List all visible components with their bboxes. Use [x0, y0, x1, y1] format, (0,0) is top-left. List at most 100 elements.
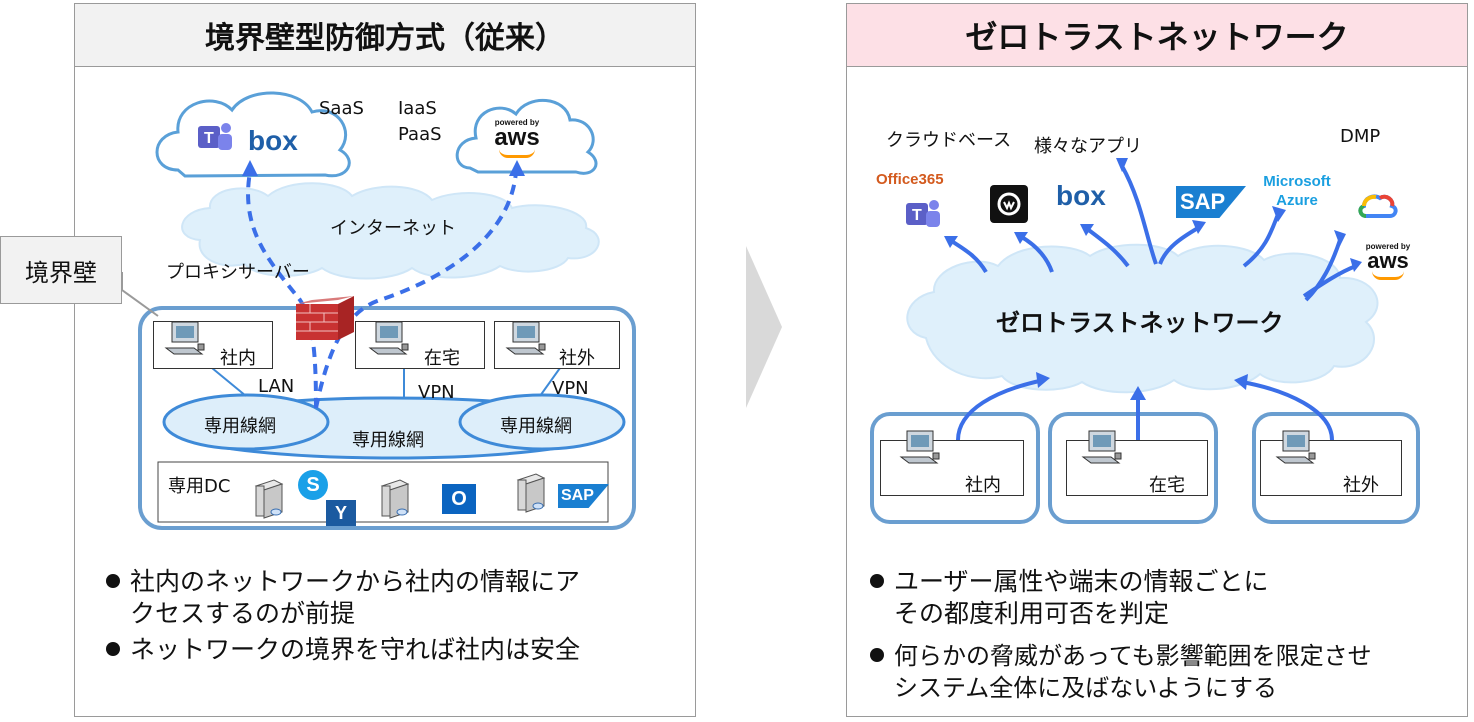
right-bullet-1-line-1: ユーザー属性や端末の情報ごとに [870, 566, 1269, 598]
aws-text-right: aws [1367, 248, 1409, 273]
teams-icon: T [906, 200, 940, 227]
azure-logo: Microsoft Azure [1248, 172, 1346, 210]
outlook-icon: O [442, 484, 476, 514]
pc-icon [1275, 430, 1316, 464]
pc-icon [899, 430, 940, 464]
leased-line-network-right [458, 393, 626, 451]
azure-line-2: Azure [1276, 192, 1318, 209]
various-apps-label: 様々なアプリ [1034, 136, 1142, 157]
client-label: 社外 [1343, 475, 1379, 496]
client-box-outside-right: 社外 [1260, 430, 1402, 496]
bullet-dot [106, 642, 120, 656]
net-left-label: 専用線網 [204, 416, 276, 437]
teams-icon: T [198, 123, 232, 150]
aws-powered-by-left: powered by [494, 118, 540, 127]
left-panel-title: 境界壁型防御方式（従来） [75, 4, 695, 67]
right-bullet-2-line-1: 何らかの脅威があっても影響範囲を限定させ [870, 640, 1372, 672]
bullet-dot [870, 574, 884, 588]
client-arrowheads [1036, 372, 1248, 400]
left-bullet-1-line-1: 社内のネットワークから社内の情報にア [106, 566, 580, 598]
svg-text:T: T [912, 207, 922, 224]
iaas-label: IaaS [398, 98, 437, 119]
left-bullet-2: ネットワークの境界を守れば社内は安全 [106, 634, 580, 666]
client-label: 社外 [559, 348, 595, 369]
zero-trust-network-label: ゼロトラストネットワーク [996, 309, 1284, 337]
cloud-base-label: クラウドベース [886, 130, 1012, 151]
svg-text:T: T [204, 130, 214, 147]
firewall-icon [296, 296, 354, 340]
right-bullet-1: ユーザー属性や端末の情報ごとに その都度利用可否を判定 [870, 566, 1269, 630]
left-bullet-1-line-2: クセスするのが前提 [130, 599, 356, 628]
boundary-label: 境界壁 [0, 236, 122, 304]
chevron-right-icon [746, 246, 782, 408]
bullet-dot [106, 574, 120, 588]
bullet-text: 何らかの脅威があっても影響範囲を限定させ [894, 642, 1372, 670]
office365-label: Office365 [876, 171, 944, 188]
right-panel-title: ゼロトラストネットワーク [847, 4, 1467, 67]
bullet-text: ユーザー属性や端末の情報ごとに [894, 567, 1269, 596]
client-label: 在宅 [424, 348, 460, 369]
box-logo-left: box [248, 125, 298, 156]
net-center-label: 専用線網 [352, 430, 424, 451]
pc-icon [1081, 430, 1122, 464]
pc-icon [368, 321, 409, 355]
client-label: 社内 [965, 475, 1001, 496]
client-label: 社内 [220, 348, 256, 369]
boundary-pointer [121, 272, 159, 317]
workplace-glyph [997, 192, 1021, 216]
client-box-office-left: 社内 [153, 321, 273, 369]
left-bullet-1: 社内のネットワークから社内の情報にア クセスするのが前提 [106, 566, 580, 630]
workplace-icon [990, 185, 1028, 223]
skype-icon: S [298, 470, 328, 500]
teams-logo: T [196, 120, 234, 154]
proxy-server-label: プロキシサーバー [166, 262, 310, 283]
client-arrows [956, 378, 1334, 441]
client-label: 在宅 [1149, 475, 1185, 496]
aws-smile-left [499, 149, 535, 158]
internet-cloud [181, 182, 600, 280]
net-right-label: 専用線網 [500, 416, 572, 437]
left-bullet-2-line-1: ネットワークの境界を守れば社内は安全 [106, 634, 580, 666]
bullet-text: 社内のネットワークから社内の情報にア [130, 567, 581, 596]
server-icon [516, 473, 546, 513]
client-box-office-right: 社内 [880, 430, 1024, 496]
aws-text-left: aws [494, 124, 540, 151]
bullet-dot [870, 648, 884, 662]
dmp-label: DMP [1340, 126, 1381, 147]
right-bullet-2-line-2: システム全体に及ばないようにする [894, 674, 1278, 702]
dashed-arrowhead-right [509, 160, 525, 176]
server-icon [254, 479, 284, 519]
saas-label: SaaS [319, 98, 364, 119]
saas-cloud [155, 91, 351, 178]
zero-trust-cloud [906, 243, 1379, 394]
pc-icon [505, 321, 546, 355]
aws-powered-by-right: powered by [1365, 242, 1411, 251]
client-box-outside-left: 社外 [494, 321, 620, 369]
dashed-arrowhead-left [242, 160, 258, 176]
internet-label: インターネット [330, 218, 456, 239]
dashed-routes [246, 171, 518, 409]
left-diagram [121, 91, 636, 530]
aws-smile-right [1372, 271, 1404, 280]
app-arrows [948, 165, 1357, 302]
right-bullet-2: 何らかの脅威があっても影響範囲を限定させ システム全体に及ばないようにする [870, 640, 1372, 704]
boundary-label-text: 境界壁 [25, 258, 97, 287]
teams-logo-right: T [904, 197, 942, 231]
server-icon [380, 479, 410, 519]
vpn-label-1: VPN [418, 382, 455, 403]
azure-line-1: Microsoft [1263, 173, 1331, 190]
right-bullet-1-line-2: その都度利用可否を判定 [894, 599, 1170, 628]
vpn-label-2: VPN [552, 378, 589, 399]
dc-label: 専用DC [168, 476, 231, 497]
network-links [211, 367, 561, 398]
bullet-text: ネットワークの境界を守れば社内は安全 [130, 635, 581, 664]
aws-logo-right: powered by aws [1358, 242, 1418, 280]
pc-icon [164, 321, 205, 355]
client-box-home-left: 在宅 [355, 321, 485, 369]
app-arrowheads [944, 158, 1362, 272]
google-cloud-icon [1358, 194, 1398, 218]
yammer-icon: Y [326, 500, 356, 526]
paas-label: PaaS [398, 124, 442, 145]
lan-label: LAN [258, 376, 295, 397]
aws-cloud [455, 99, 598, 175]
